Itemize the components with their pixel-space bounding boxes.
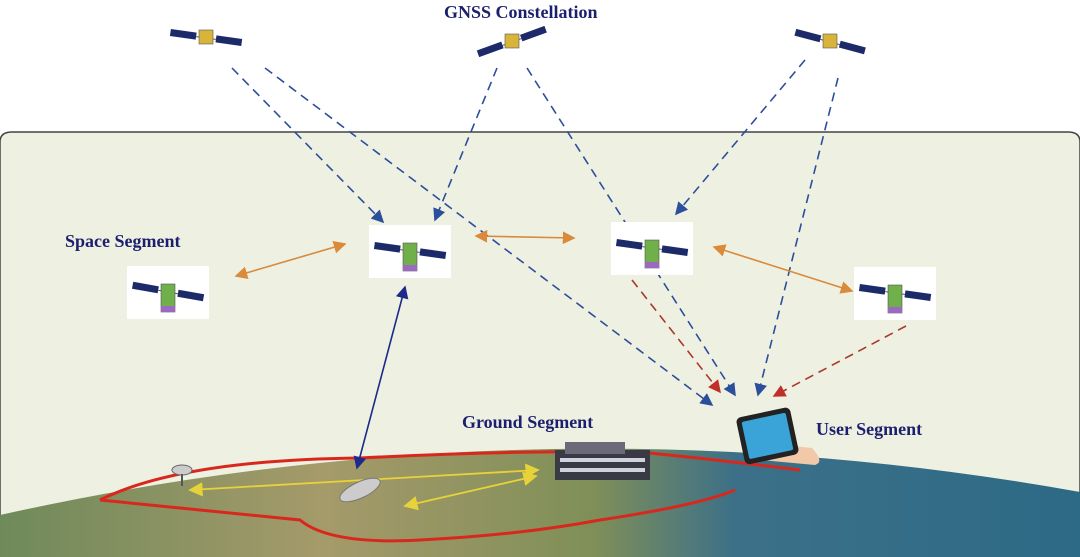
satellite-icon bbox=[169, 29, 243, 46]
smartphone bbox=[736, 407, 820, 465]
diagram-title: GNSS Constellation bbox=[444, 2, 598, 22]
ground-station-building bbox=[555, 442, 650, 480]
gnss-signals bbox=[231, 59, 839, 406]
satellite-icon bbox=[854, 267, 936, 320]
satellite-icon bbox=[127, 266, 209, 319]
space-segment-label: Space Segment bbox=[65, 231, 181, 251]
satellite-icon bbox=[794, 28, 866, 55]
ground-antenna bbox=[171, 464, 381, 503]
satellite-icon bbox=[369, 225, 451, 278]
augmentation-signals bbox=[631, 279, 907, 397]
user-segment-label: User Segment bbox=[816, 419, 923, 439]
ground-segment-label: Ground Segment bbox=[462, 412, 594, 432]
uplink bbox=[353, 285, 409, 470]
gnss-satellites bbox=[169, 25, 866, 58]
leo-satellites bbox=[127, 222, 936, 320]
satellite-icon bbox=[476, 25, 547, 58]
crosslinks bbox=[234, 229, 854, 294]
satellite-icon bbox=[611, 222, 693, 275]
